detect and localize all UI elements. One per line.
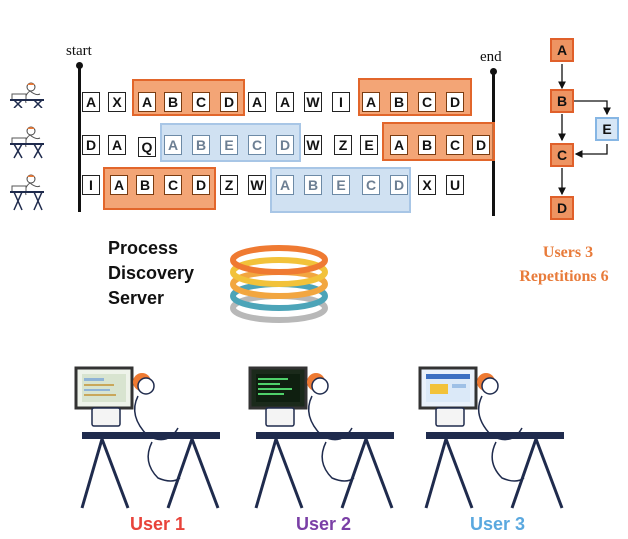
event-cell: D [472,135,490,155]
event-cell: A [276,175,294,195]
worker-icon [10,82,44,108]
event-cell: X [108,92,126,112]
start-label: start [66,43,92,59]
event-cell: D [192,175,210,195]
event-cell: D [276,135,294,155]
event-cell: A [108,135,126,155]
flow-node-d: D [550,196,574,220]
user-2-label: User 2 [296,514,352,534]
trace-row-2: D A Q A B E C D W Z E A B C D [0,135,500,157]
end-rail-dot [490,68,497,75]
event-cell: C [192,92,210,112]
start-rail-dot [76,62,83,69]
flow-node-b: B [550,89,574,113]
event-cell: A [362,92,380,112]
server-stack-icon [230,245,328,323]
event-cell: A [276,92,294,112]
event-cell: I [82,175,100,195]
event-cell: Q [138,137,156,157]
event-cell: E [332,175,350,195]
server-title-line-1: Process [108,238,179,258]
event-cell: C [446,135,464,155]
event-cell: A [110,175,128,195]
user-at-desk-icon [418,366,564,509]
event-cell: A [138,92,156,112]
event-cell: B [136,175,154,195]
event-cell: Z [220,175,238,195]
event-cell: B [418,135,436,155]
event-cell: W [248,175,266,195]
event-cell: W [304,135,322,155]
event-cell: D [390,175,408,195]
server-title: Process Discovery Server [108,236,194,311]
trace-row-1: A X A B C D A A W I A B C D [0,92,500,114]
user-at-desk-icon [248,366,394,509]
user-1-label: User 1 [130,514,186,534]
flow-node-c: C [550,143,574,167]
event-cell: A [164,135,182,155]
flow-node-e: E [595,117,619,141]
server-title-line-2: Discovery [108,263,195,283]
process-model-arrows [558,64,611,196]
trace-row-3: I A B C D Z W A B E C D X U [0,175,500,197]
stats-users: Users 3 [542,244,594,261]
event-cell: D [220,92,238,112]
event-cell: B [390,92,408,112]
event-cell: C [418,92,436,112]
event-cell: B [192,135,210,155]
stats-repetitions: Repetitions 6 [519,268,609,285]
event-cell: C [164,175,182,195]
event-cell: D [446,92,464,112]
user-3-label: User 3 [470,514,526,534]
event-cell: B [164,92,182,112]
event-cell: E [220,135,238,155]
event-cell: I [332,92,350,112]
event-cell: E [360,135,378,155]
event-cell: Z [334,135,352,155]
server-title-line-3: Server [108,288,165,308]
event-cell: A [82,92,100,112]
event-cell: C [248,135,266,155]
event-cell: X [418,175,436,195]
worker-icon [10,174,44,211]
start-rail [78,66,81,212]
event-cell: D [82,135,100,155]
event-cell: U [446,175,464,195]
flow-node-a: A [550,38,574,62]
event-cell: W [304,92,322,112]
event-cell: A [390,135,408,155]
end-label: end [480,49,502,65]
worker-icon [10,126,44,159]
event-cell: B [304,175,322,195]
event-cell: C [362,175,380,195]
user-at-desk-icon [74,366,220,509]
event-cell: A [248,92,266,112]
